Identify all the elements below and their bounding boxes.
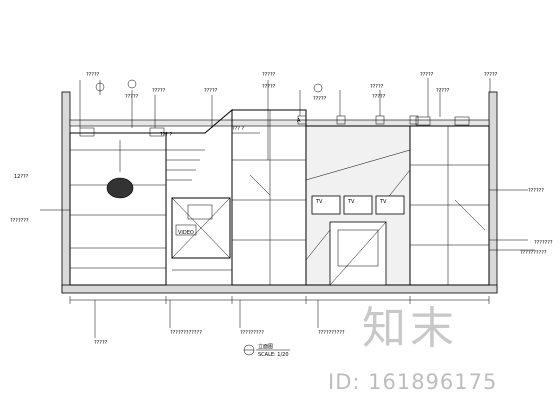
dimension-note: ?????????? bbox=[318, 330, 345, 336]
watermark-id: ID: 161896175 bbox=[328, 370, 498, 394]
left-cabinet bbox=[69, 127, 167, 286]
right-note: ??????? bbox=[534, 240, 553, 246]
tv-label: TV bbox=[315, 199, 323, 205]
wall-right bbox=[488, 91, 498, 293]
right-note: ?????? bbox=[528, 188, 544, 194]
left-note: ??????? bbox=[10, 218, 29, 224]
light-fixture-icon bbox=[95, 82, 105, 92]
callout-tag: ????? bbox=[484, 72, 498, 78]
middle-panels bbox=[231, 109, 307, 286]
dimension-note: ???????????? bbox=[170, 330, 202, 336]
top-leaders bbox=[79, 78, 491, 160]
light-fixture-icon bbox=[127, 79, 137, 89]
callout-tag: ????? bbox=[125, 94, 139, 100]
callout-tag: ????? bbox=[86, 72, 100, 78]
video-label: VIDEO bbox=[178, 230, 194, 236]
top-callout-tags: ????? ????? ????? ????? ????? ????? ??? … bbox=[86, 72, 498, 132]
drawing-scale: SCALE: 1/20 bbox=[258, 352, 289, 358]
tv-screen-3 bbox=[375, 195, 405, 215]
callout-tag: ????? bbox=[262, 84, 276, 90]
small-tag: ??? ? bbox=[160, 132, 173, 138]
wall-left bbox=[61, 91, 71, 293]
callout-tag: ????? bbox=[372, 94, 386, 100]
callout-tag: ????? bbox=[313, 96, 327, 102]
title-symbol bbox=[243, 344, 290, 356]
display-niche bbox=[171, 197, 232, 271]
right-cabinet bbox=[409, 116, 490, 286]
light-fixture-icon bbox=[313, 83, 323, 93]
callout-tag: ????? bbox=[204, 88, 218, 94]
watermark-logo: 知末 bbox=[362, 303, 458, 354]
callout-tag: ????? bbox=[262, 72, 276, 78]
tv-screen-1 bbox=[311, 195, 341, 215]
right-note: ?????????? bbox=[520, 250, 547, 256]
pendant-lamp-icon bbox=[106, 177, 134, 199]
tv-label: TV bbox=[379, 199, 387, 205]
dimension-note: ????? bbox=[94, 340, 108, 346]
callout-tag: ????? bbox=[420, 72, 434, 78]
ceiling-slab bbox=[69, 119, 490, 127]
dimension-lines bbox=[40, 189, 535, 338]
tv-screen-2 bbox=[343, 195, 373, 215]
callout-tag: ????? bbox=[436, 88, 450, 94]
mark-a: A bbox=[297, 118, 301, 124]
callout-tag: ??? ? bbox=[232, 126, 245, 132]
drawing-title: 立面图 bbox=[258, 343, 273, 350]
tv-label: TV bbox=[347, 199, 355, 205]
level-label: 12??? bbox=[14, 174, 29, 180]
callout-tag: ????? bbox=[152, 88, 166, 94]
tv-row bbox=[311, 195, 405, 215]
ceiling-markers bbox=[297, 115, 419, 125]
callout-tag: ????? bbox=[370, 84, 384, 90]
dimension-note: ????????? bbox=[240, 330, 264, 336]
